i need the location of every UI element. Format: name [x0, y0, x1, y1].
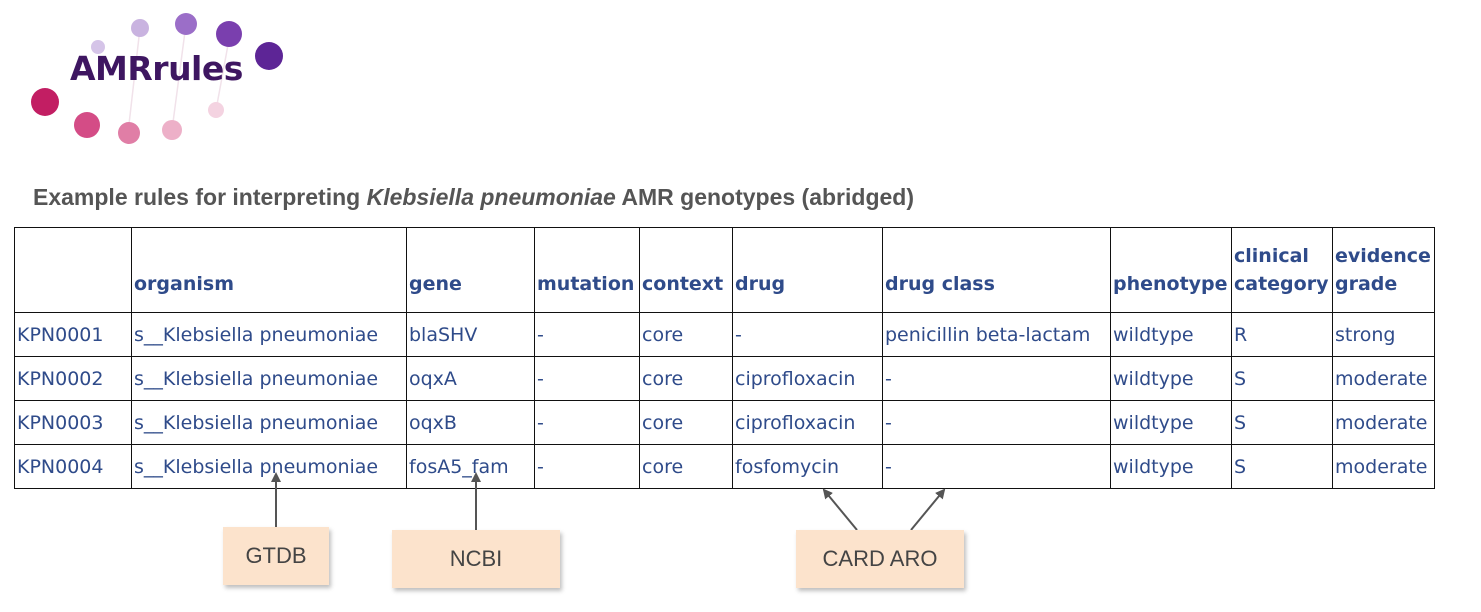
cell-phenotype: wildtype: [1110, 444, 1232, 489]
cell-id: KPN0004: [14, 444, 132, 489]
cell-organism: s__Klebsiella pneumoniae: [131, 312, 407, 357]
cell-gene: blaSHV: [406, 312, 535, 357]
cell-phenotype: wildtype: [1110, 312, 1232, 357]
rules-table: organism gene mutation context drug drug…: [14, 227, 1435, 489]
page-title: Example rules for interpreting Klebsiell…: [33, 184, 914, 211]
cell-evidence-grade: moderate: [1332, 356, 1435, 401]
ncbi-callout: NCBI: [392, 530, 560, 588]
cell-evidence-grade: strong: [1332, 312, 1435, 357]
cell-gene: oqxA: [406, 356, 535, 401]
cell-drug: ciprofloxacin: [732, 356, 883, 401]
cell-context: core: [639, 356, 733, 401]
header-drug: drug: [732, 227, 883, 313]
title-prefix: Example rules for interpreting: [33, 184, 367, 210]
header-context: context: [639, 227, 733, 313]
cell-mutation: -: [534, 356, 640, 401]
cell-drug: -: [732, 312, 883, 357]
title-organism: Klebsiella pneumoniae: [366, 184, 616, 210]
gtdb-callout: GTDB: [223, 527, 329, 585]
card-aro-callout: CARD ARO: [796, 530, 964, 588]
header-clinical-category: clinical category: [1231, 227, 1333, 313]
cell-drug-class: -: [882, 400, 1111, 445]
cell-clinical-category: S: [1231, 400, 1333, 445]
cell-evidence-grade: moderate: [1332, 400, 1435, 445]
cell-drug: ciprofloxacin: [732, 400, 883, 445]
cell-context: core: [639, 444, 733, 489]
cell-clinical-category: R: [1231, 312, 1333, 357]
logo-dots-graphic: [31, 13, 283, 144]
header-drug-class: drug class: [882, 227, 1111, 313]
cell-drug-class: -: [882, 444, 1111, 489]
table-row: KPN0004 s__Klebsiella pneumoniae fosA5_f…: [14, 444, 1435, 489]
cell-context: core: [639, 312, 733, 357]
table-row: KPN0003 s__Klebsiella pneumoniae oqxB - …: [14, 400, 1435, 445]
cell-drug-class: -: [882, 356, 1111, 401]
cell-drug: fosfomycin: [732, 444, 883, 489]
cell-gene: oqxB: [406, 400, 535, 445]
cell-evidence-grade: moderate: [1332, 444, 1435, 489]
header-mutation: mutation: [534, 227, 640, 313]
cell-mutation: -: [534, 312, 640, 357]
title-suffix: AMR genotypes (abridged): [615, 184, 915, 210]
table-row: KPN0001 s__Klebsiella pneumoniae blaSHV …: [14, 312, 1435, 357]
cell-gene: fosA5_fam: [406, 444, 535, 489]
card-arrow-drug: [822, 488, 858, 531]
cell-organism: s__Klebsiella pneumoniae: [131, 356, 407, 401]
table-header-row: organism gene mutation context drug drug…: [14, 227, 1435, 313]
cell-phenotype: wildtype: [1110, 400, 1232, 445]
table-row: KPN0002 s__Klebsiella pneumoniae oqxA - …: [14, 356, 1435, 401]
amrrules-logo: AMRrules: [0, 0, 300, 160]
cell-mutation: -: [534, 400, 640, 445]
header-id: [14, 227, 132, 313]
cell-organism: s__Klebsiella pneumoniae: [131, 444, 407, 489]
cell-clinical-category: S: [1231, 444, 1333, 489]
header-phenotype: phenotype: [1110, 227, 1232, 313]
cell-phenotype: wildtype: [1110, 356, 1232, 401]
card-arrow-drug-class: [910, 488, 946, 531]
cell-id: KPN0003: [14, 400, 132, 445]
header-evidence-grade: evidence grade: [1332, 227, 1435, 313]
cell-id: KPN0002: [14, 356, 132, 401]
cell-clinical-category: S: [1231, 356, 1333, 401]
logo-wordmark: AMRrules: [70, 49, 243, 88]
header-gene: gene: [406, 227, 535, 313]
header-organism: organism: [131, 227, 407, 313]
cell-context: core: [639, 400, 733, 445]
cell-mutation: -: [534, 444, 640, 489]
cell-id: KPN0001: [14, 312, 132, 357]
cell-organism: s__Klebsiella pneumoniae: [131, 400, 407, 445]
cell-drug-class: penicillin beta-lactam: [882, 312, 1111, 357]
